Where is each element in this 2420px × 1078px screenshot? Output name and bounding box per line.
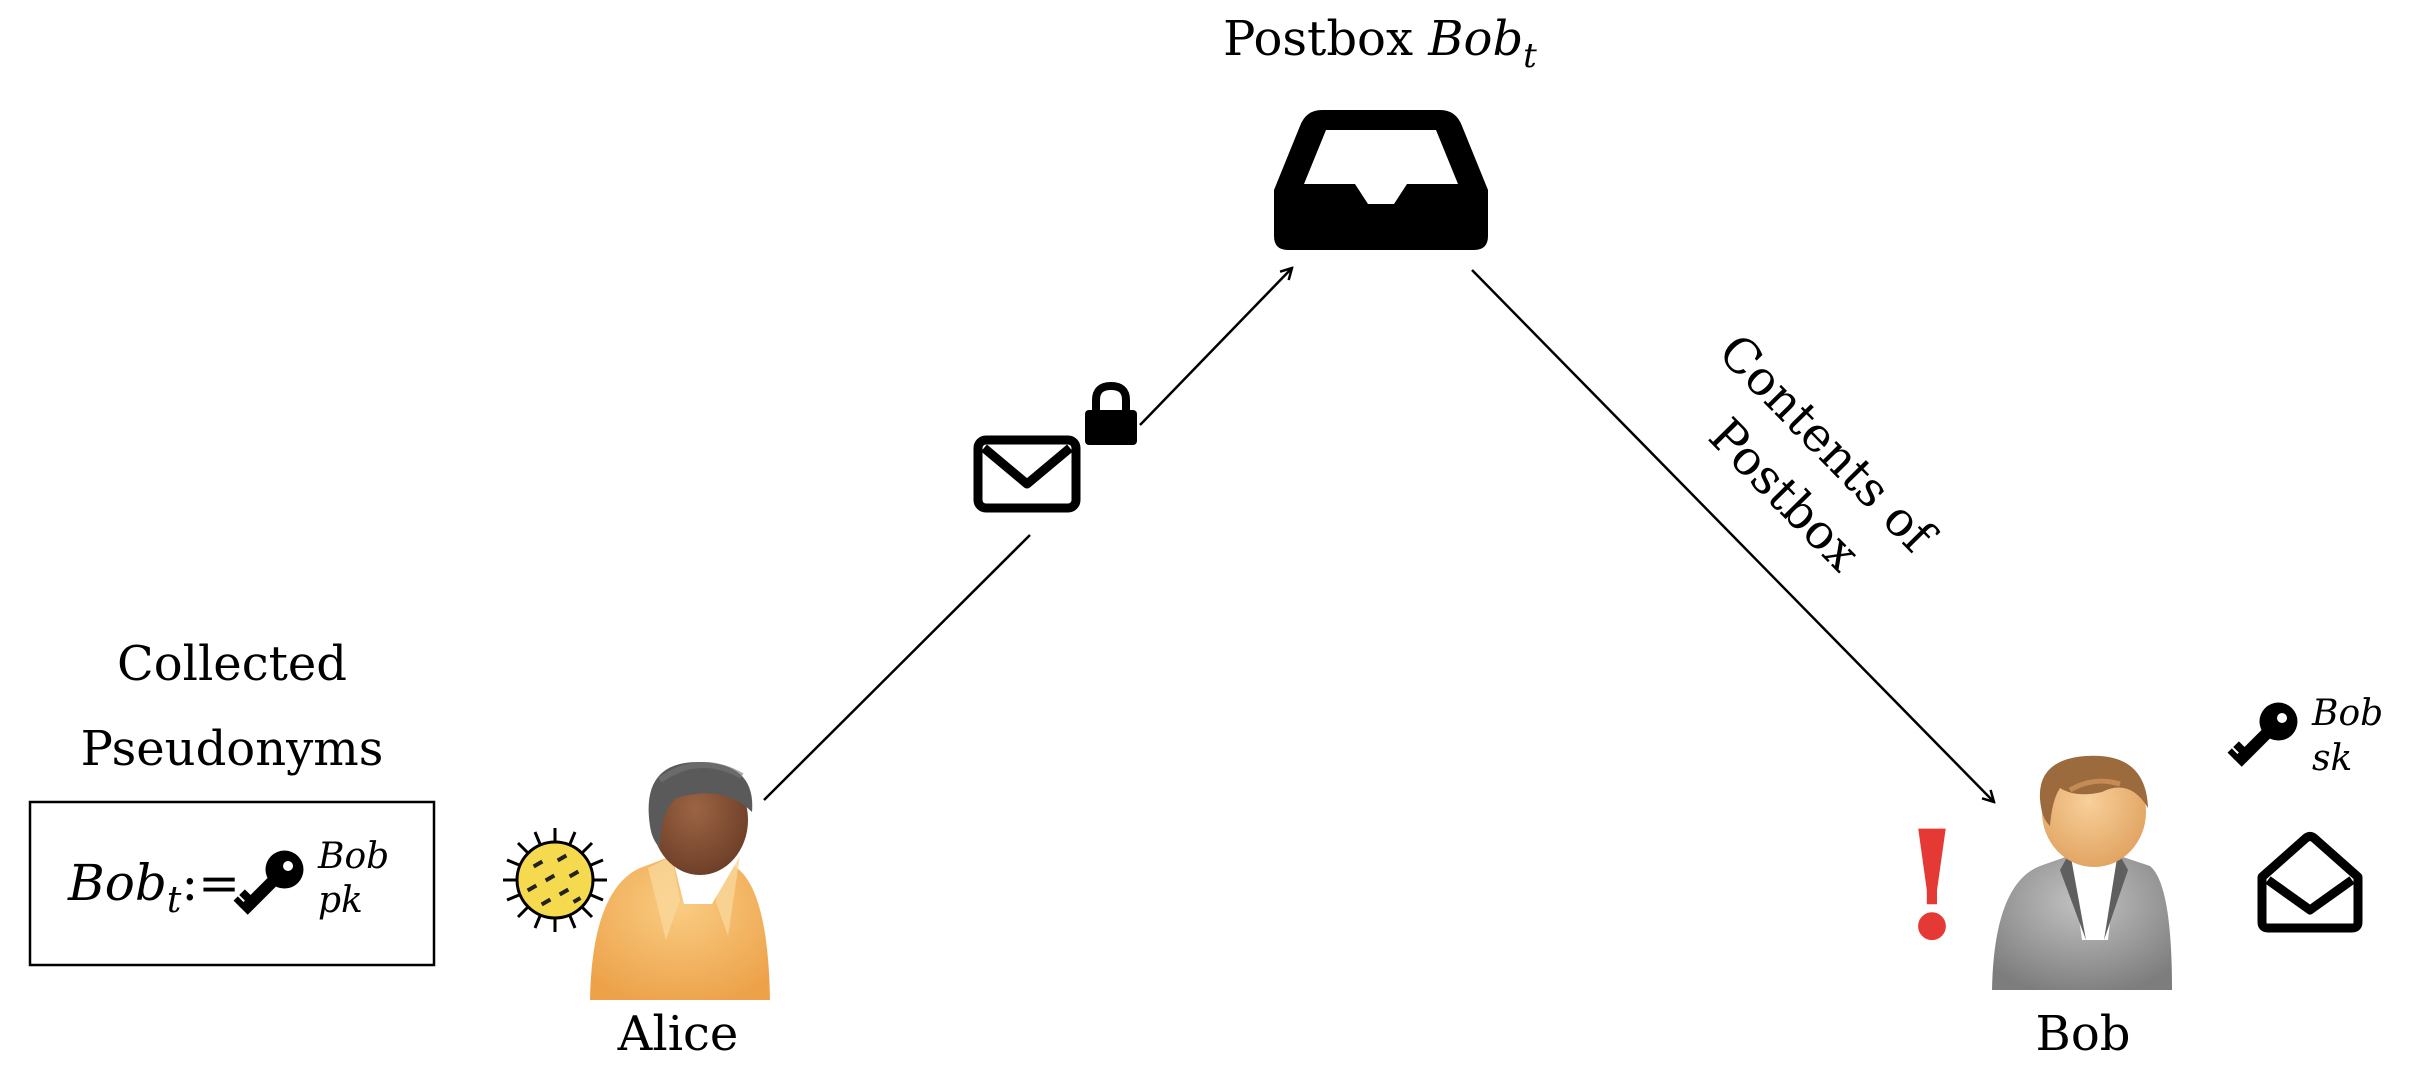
pk-key-owner: Bob — [317, 836, 389, 877]
key-icon — [2227, 702, 2298, 767]
postbox-to-bob-edge — [1471, 269, 1994, 802]
alice-name: Alice — [617, 1006, 739, 1062]
edge-label-contents: Contents of Postbox — [1661, 324, 1956, 621]
key-icon — [233, 850, 304, 915]
postbox-label: Postbox Bobt — [1223, 11, 1537, 76]
pseudonym-entry: Bobt:= — [67, 854, 240, 921]
envelope-icon — [973, 435, 1081, 513]
sk-key-owner: Bob — [2311, 693, 2383, 734]
alert-icon: ! — [1899, 798, 1965, 974]
pk-key-type: pk — [318, 880, 363, 921]
alice-avatar — [590, 761, 770, 1000]
lock-icon — [1085, 381, 1137, 445]
bob-name: Bob — [2036, 1006, 2131, 1062]
open-envelope-icon — [2257, 832, 2363, 933]
alice-to-envelope-edge — [763, 534, 1031, 801]
sk-key-type: sk — [2312, 738, 2352, 779]
envelope-to-postbox-edge — [1139, 268, 1292, 426]
bob-avatar — [1992, 755, 2172, 990]
inbox-tray-icon — [1274, 110, 1488, 250]
virus-icon — [503, 828, 607, 932]
pseudonym-box — [28, 800, 436, 967]
pseudonyms-heading-line2: Pseudonyms — [81, 721, 384, 777]
pseudonyms-heading-line1: Collected — [117, 636, 347, 692]
